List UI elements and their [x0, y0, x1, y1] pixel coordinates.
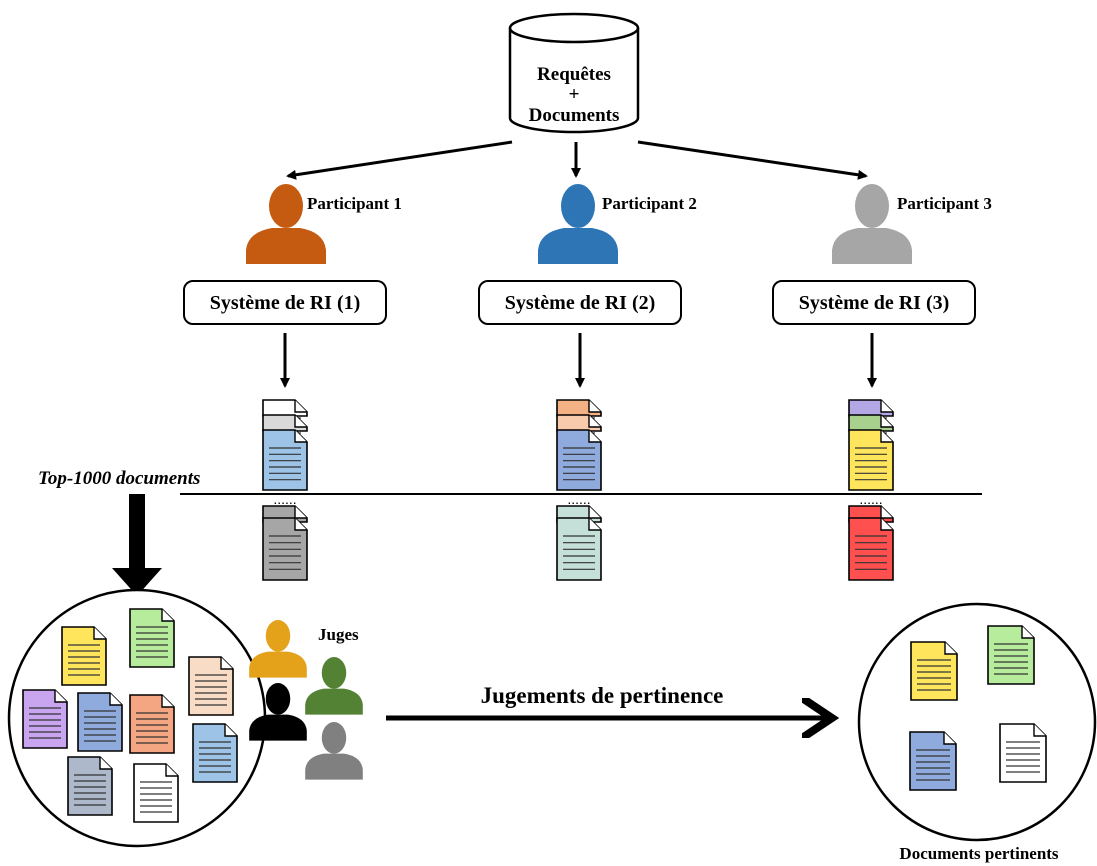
pool-documents	[22, 608, 238, 823]
database-label-line2: +	[569, 84, 580, 105]
participant-1-person-shape	[246, 184, 326, 264]
stack-2-doc-3	[556, 429, 602, 491]
system-box-3: Système de RI (3)	[772, 280, 976, 325]
ranked-docs-stack-3: ......	[848, 399, 894, 581]
database-cylinder: Requêtes + Documents	[508, 12, 640, 134]
system-label-2: Système de RI (2)	[505, 292, 656, 314]
judge-4-icon	[305, 722, 363, 780]
participant-3-label: Participant 3	[897, 194, 992, 213]
relevant-documents	[909, 625, 1047, 791]
stack-1-doc-3	[262, 429, 308, 491]
system-box-1: Système de RI (1)	[183, 280, 387, 325]
judge-3-icon	[249, 683, 307, 741]
participant-3-person-shape	[832, 184, 912, 264]
stack-1-doc-2	[262, 414, 308, 434]
pool-doc-1	[61, 626, 107, 686]
participant-3-person-icon	[832, 184, 912, 264]
judge-3-person-shape	[249, 683, 307, 741]
judge-1-icon	[249, 620, 307, 678]
stack-2-doc-5	[556, 517, 602, 581]
pool-doc-3	[188, 656, 234, 716]
judge-1-person-shape	[249, 620, 307, 678]
pool-doc-6	[129, 694, 175, 754]
arrow-db-to-p1	[286, 140, 513, 180]
system-label-1: Système de RI (1)	[210, 292, 361, 314]
pool-doc-7	[192, 723, 238, 783]
system-label-3: Système de RI (3)	[799, 292, 950, 314]
relevant-doc-3	[909, 731, 957, 791]
ranked-docs-stack-1: ......	[262, 399, 308, 581]
relevant-docs-label: Documents pertinents	[899, 844, 1059, 863]
stack-3-doc-3	[848, 429, 894, 491]
arrow-db-to-p3	[637, 140, 868, 180]
judges-group	[249, 620, 363, 780]
relevant-doc-1	[910, 641, 958, 701]
relevant-docs-circle	[857, 602, 1097, 842]
stack-2-doc-2	[556, 414, 602, 434]
participant-2-person-icon	[538, 184, 618, 264]
relevant-doc-4	[999, 723, 1047, 783]
stack-1-doc-5	[262, 517, 308, 581]
participant-1-label: Participant 1	[307, 194, 402, 213]
database-label-line1: Requêtes	[537, 64, 611, 85]
judges-label: Juges	[318, 625, 359, 644]
participant-2-person-shape	[538, 184, 618, 264]
top-1000-label: Top-1000 documents	[38, 468, 200, 489]
pool-doc-4	[22, 689, 68, 749]
relevant-doc-2	[987, 625, 1035, 685]
participant-2-label: Participant 2	[602, 194, 697, 213]
pool-doc-2	[129, 608, 175, 668]
pool-doc-8	[67, 756, 113, 816]
judge-4-person-shape	[305, 722, 363, 780]
pool-doc-5	[77, 692, 123, 752]
participant-1-person-icon	[246, 184, 326, 264]
pool-doc-9	[133, 763, 179, 823]
judge-2-icon	[305, 657, 363, 715]
stack-3-doc-5	[848, 517, 894, 581]
system-box-2: Système de RI (2)	[478, 280, 682, 325]
judgement-label: Jugements de pertinence	[481, 683, 724, 708]
database-label-line3: Documents	[529, 105, 620, 126]
judge-2-person-shape	[305, 657, 363, 715]
ranked-docs-stack-2: ......	[556, 399, 602, 581]
arrow-to-pool	[112, 494, 162, 596]
